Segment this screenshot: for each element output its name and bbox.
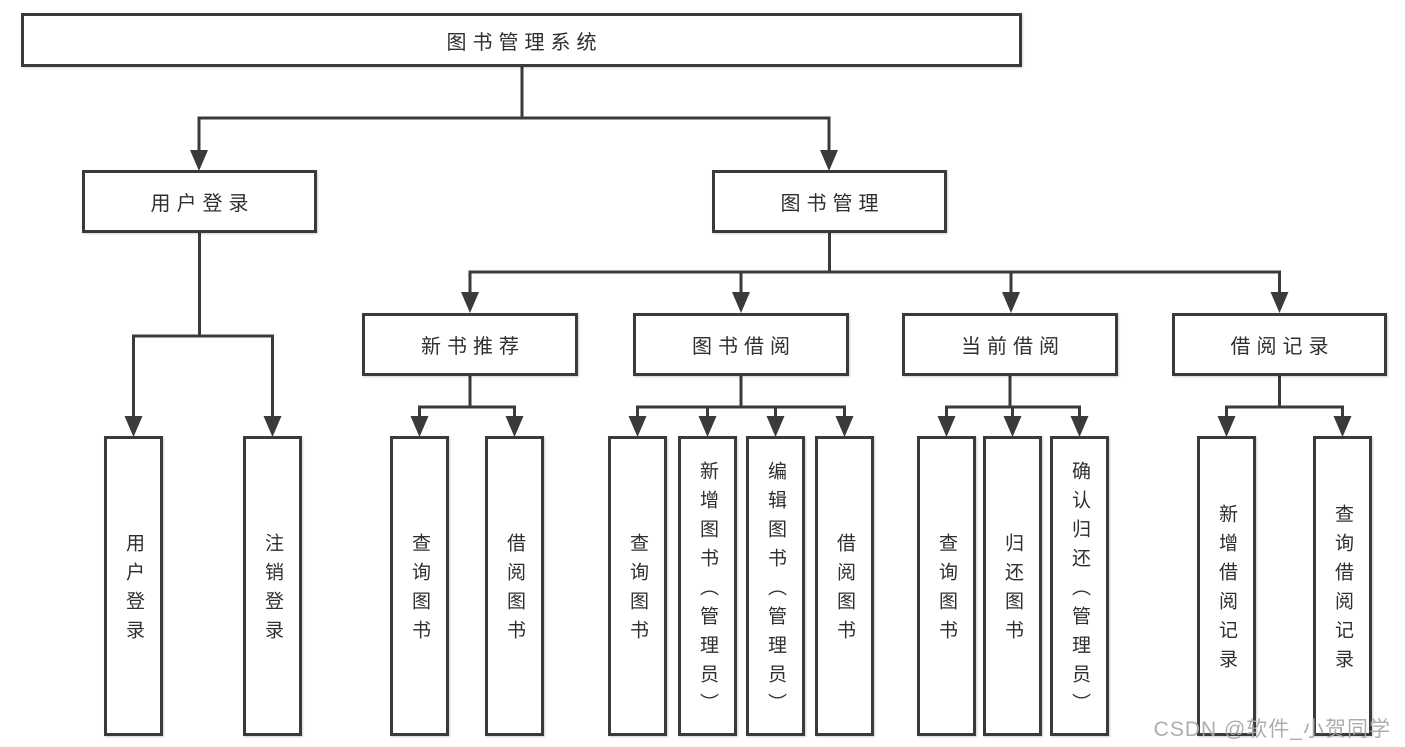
node-book-borrowing: 图书借阅 <box>633 313 849 376</box>
leaf-current-query-books: 查询图书 <box>917 436 976 736</box>
node-new-book-recommend: 新书推荐 <box>362 313 578 376</box>
leaf-records-add-record: 新增借阅记录 <box>1197 436 1256 736</box>
watermark: CSDN @软件_小贺同学 <box>1153 718 1391 741</box>
node-current-borrowing: 当前借阅 <box>902 313 1118 376</box>
leaf-newbooks-borrow-books: 借阅图书 <box>485 436 544 736</box>
node-root-system: 图书管理系统 <box>21 13 1022 67</box>
leaf-user-login: 用户登录 <box>104 436 163 736</box>
connector-line-path <box>132 65 1344 421</box>
node-book-management: 图书管理 <box>712 170 947 233</box>
leaf-records-query-record: 查询借阅记录 <box>1313 436 1372 736</box>
node-borrowing-records: 借阅记录 <box>1172 313 1387 376</box>
leaf-borrowing-query-books: 查询图书 <box>608 436 667 736</box>
leaf-current-confirm-return-admin: 确认归还（管理员） <box>1050 436 1109 736</box>
leaf-current-return-books: 归还图书 <box>983 436 1042 736</box>
connector-arrowheads <box>124 150 1352 437</box>
leaf-newbooks-query-books: 查询图书 <box>390 436 449 736</box>
leaf-borrowing-add-book-admin: 新增图书（管理员） <box>678 436 737 736</box>
leaf-borrowing-edit-book-admin: 编辑图书（管理员） <box>746 436 805 736</box>
leaf-borrowing-borrow-books: 借阅图书 <box>815 436 874 736</box>
leaf-logout: 注销登录 <box>243 436 302 736</box>
node-user-login: 用户登录 <box>82 170 317 233</box>
